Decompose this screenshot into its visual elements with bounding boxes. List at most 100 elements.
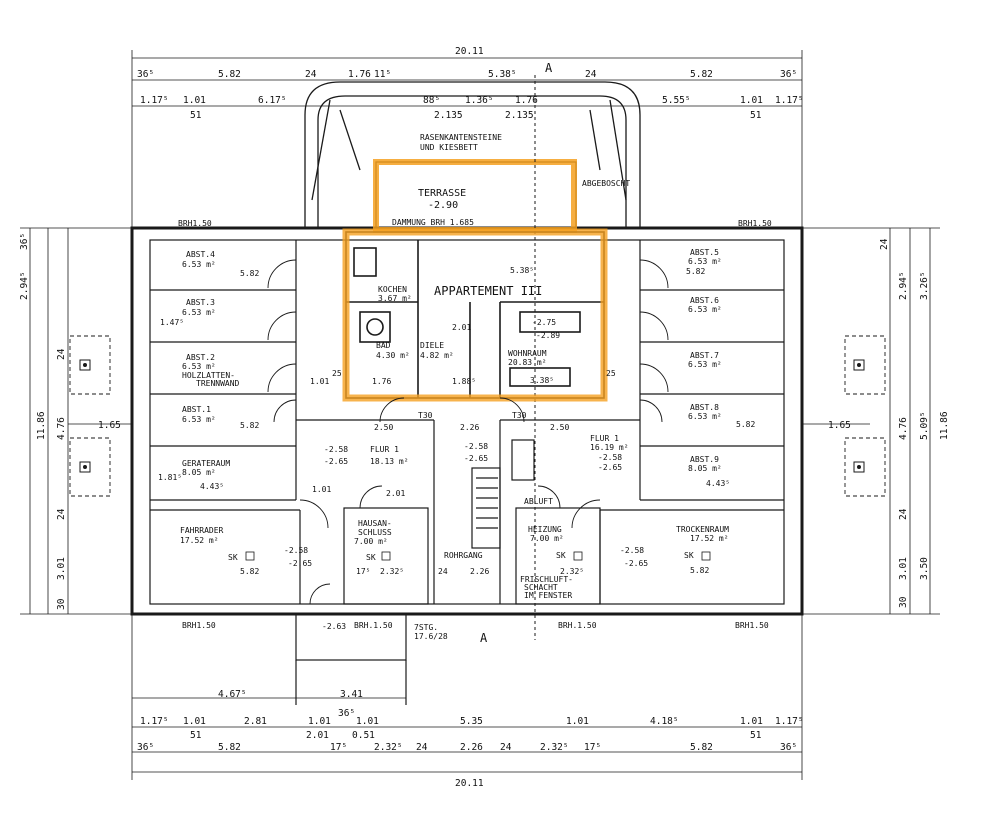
dim-top-r2-6: 5.55⁵: [662, 95, 691, 106]
trockenraum-level1: -2.58: [620, 546, 644, 555]
apartment-title: APPARTEMENT III: [434, 284, 542, 298]
inner-dim: 2.26: [460, 423, 479, 432]
stair-level2: -2.65: [464, 454, 488, 463]
dim-top-r2-3: 88⁵: [423, 95, 440, 106]
note-rasenkante: RASENKANTENSTEINE: [420, 133, 502, 142]
inner-dim-labels: 5.82 5.82 5.82 5.82 4.43⁵ 4.43⁵ 5.82 5.8…: [158, 266, 755, 576]
abst6-name: ABST.6: [690, 296, 719, 305]
abst3-name: ABST.3: [186, 298, 215, 307]
dim-top-r2-0: 1.17⁵: [140, 95, 169, 106]
dim-bot-r1-7: 1.01: [566, 716, 589, 727]
kochen-area: 3.67 m²: [378, 294, 412, 303]
abst8-name: ABST.8: [690, 403, 719, 412]
stair-level1: -2.58: [464, 442, 488, 451]
section-marker-top: A: [545, 61, 553, 75]
dim-top-sub-1: 2.135: [434, 110, 463, 121]
bad-name: BAD: [376, 341, 391, 350]
heizung-note2: SCHACHT: [524, 583, 558, 592]
dim-top-r2-5: 1.76: [515, 95, 538, 106]
fahrrader-sk: SK: [228, 553, 238, 562]
dim-entry-0: 4.67⁵: [218, 689, 247, 700]
abst5-name: ABST.5: [690, 248, 719, 257]
inner-dim: 2.50: [550, 423, 569, 432]
dim-left: 2.94⁵: [19, 271, 30, 300]
light-well-markers: [79, 359, 865, 473]
door-swings: [267, 259, 669, 605]
abst7-area: 6.53 m²: [688, 360, 722, 369]
inner-dim: 17⁵: [356, 567, 370, 576]
dim-bot-r2-0: 36⁵: [137, 742, 154, 753]
inner-dim: 5.82: [736, 420, 755, 429]
wohnraum-level1: -2.75: [532, 318, 556, 327]
dim-left: 36⁵: [19, 233, 30, 250]
dim-bot-r2-7: 2.32⁵: [540, 742, 569, 753]
inner-dim: 4.43⁵: [706, 479, 730, 488]
flur-right-area: 16.19 m²: [590, 443, 629, 452]
inner-dim: 1.88⁵: [452, 377, 476, 386]
wohnraum-name: WOHNRAUM: [508, 349, 547, 358]
inner-dim: 24: [438, 567, 448, 576]
dim-right: 3.01: [898, 557, 909, 580]
left-vertical-dims: 2.94⁵ 36⁵ 24 4.76 24 3.01 30 11.86 1.65: [19, 233, 121, 610]
note-abgeboscht: ABGEBOSCHT: [582, 179, 630, 188]
dim-right: 24: [879, 238, 890, 250]
dim-top-r1-4: 11⁵: [374, 69, 391, 80]
flur-right-name: FLUR 1: [590, 434, 619, 443]
dim-bot-sub-1: 2.01: [306, 730, 329, 741]
diele-area: 4.82 m²: [420, 351, 454, 360]
note-daemmung: DAMMUNG BRH 1.685: [392, 218, 474, 227]
dim-top-r2-7: 1.01: [740, 95, 763, 106]
flur-left-level2: -2.65: [324, 457, 348, 466]
geraeteraum-area: 8.05 m²: [182, 468, 216, 477]
inner-dim: 1.01: [310, 377, 329, 386]
heizung-name2: HEIZUNG: [528, 525, 562, 534]
dim-bot-r2-10: 36⁵: [780, 742, 797, 753]
inner-dim: 5.82: [240, 567, 259, 576]
dim-bot-r2-2: 17⁵: [330, 742, 347, 753]
dim-right: 24: [898, 508, 909, 520]
dim-bot-r2-6: 24: [500, 742, 512, 753]
heizung-sk: SK: [556, 551, 566, 560]
dim-bottom-overall: 20.11: [455, 778, 484, 789]
dim-top-r2-2: 6.17⁵: [258, 95, 287, 106]
abst3-area: 6.53 m²: [182, 308, 216, 317]
dim-bot-sub-0: 51: [190, 730, 202, 741]
abst9-name: ABST.9: [690, 455, 719, 464]
brh-label-4: BRH.1.50: [558, 621, 597, 630]
dim-entry-1: 3.41: [340, 689, 363, 700]
heizung-name1: ABLUFT: [524, 497, 553, 506]
terrasse-level: -2.90: [428, 200, 458, 211]
dim-top-r1-1: 5.82: [218, 69, 241, 80]
abst1-name: ABST.1: [182, 405, 211, 414]
trockenraum-name: TROCKENRAUM: [676, 525, 729, 534]
brh-label-2: BRH1.50: [182, 621, 216, 630]
fahrrader-area: 17.52 m²: [180, 536, 219, 545]
dim-top-overall: 20.11: [455, 46, 484, 57]
hausanschluss-area: 7.00 m²: [354, 537, 388, 546]
dim-top-r2-4: 1.36⁵: [465, 95, 494, 106]
flur-right-level2: -2.65: [598, 463, 622, 472]
flur-left-area: 18.13 m²: [370, 457, 409, 466]
dim-top-sub-3: 51: [750, 110, 762, 121]
dim-left: 24: [56, 508, 67, 520]
inner-dim: 2.32⁵: [380, 567, 404, 576]
dim-top-r1-2: 24: [305, 69, 317, 80]
dim-right: 1.65: [828, 420, 851, 431]
dimension-lines: [20, 50, 940, 780]
abst1-area: 6.53 m²: [182, 415, 216, 424]
hausanschluss-name1: HAUSAN-: [358, 519, 392, 528]
abst2-area: 6.53 m²: [182, 362, 216, 371]
dim-left: 24: [56, 348, 67, 360]
abst2-note1: HOLZLATTEN-: [182, 371, 235, 380]
dim-left: 11.86: [36, 411, 47, 440]
dim-right: 4.76: [898, 417, 909, 440]
t30-right: T30: [512, 411, 527, 420]
dim-right: 3.26⁵: [919, 271, 930, 300]
dim-bot-r2-3: 2.32⁵: [374, 742, 403, 753]
flur-left-name: FLUR 1: [370, 445, 399, 454]
dim-right: 30: [898, 596, 909, 608]
dim-top-r1-0: 36⁵: [137, 69, 154, 80]
t30-left: T30: [418, 411, 433, 420]
dim-bot-r2-9: 5.82: [690, 742, 713, 753]
